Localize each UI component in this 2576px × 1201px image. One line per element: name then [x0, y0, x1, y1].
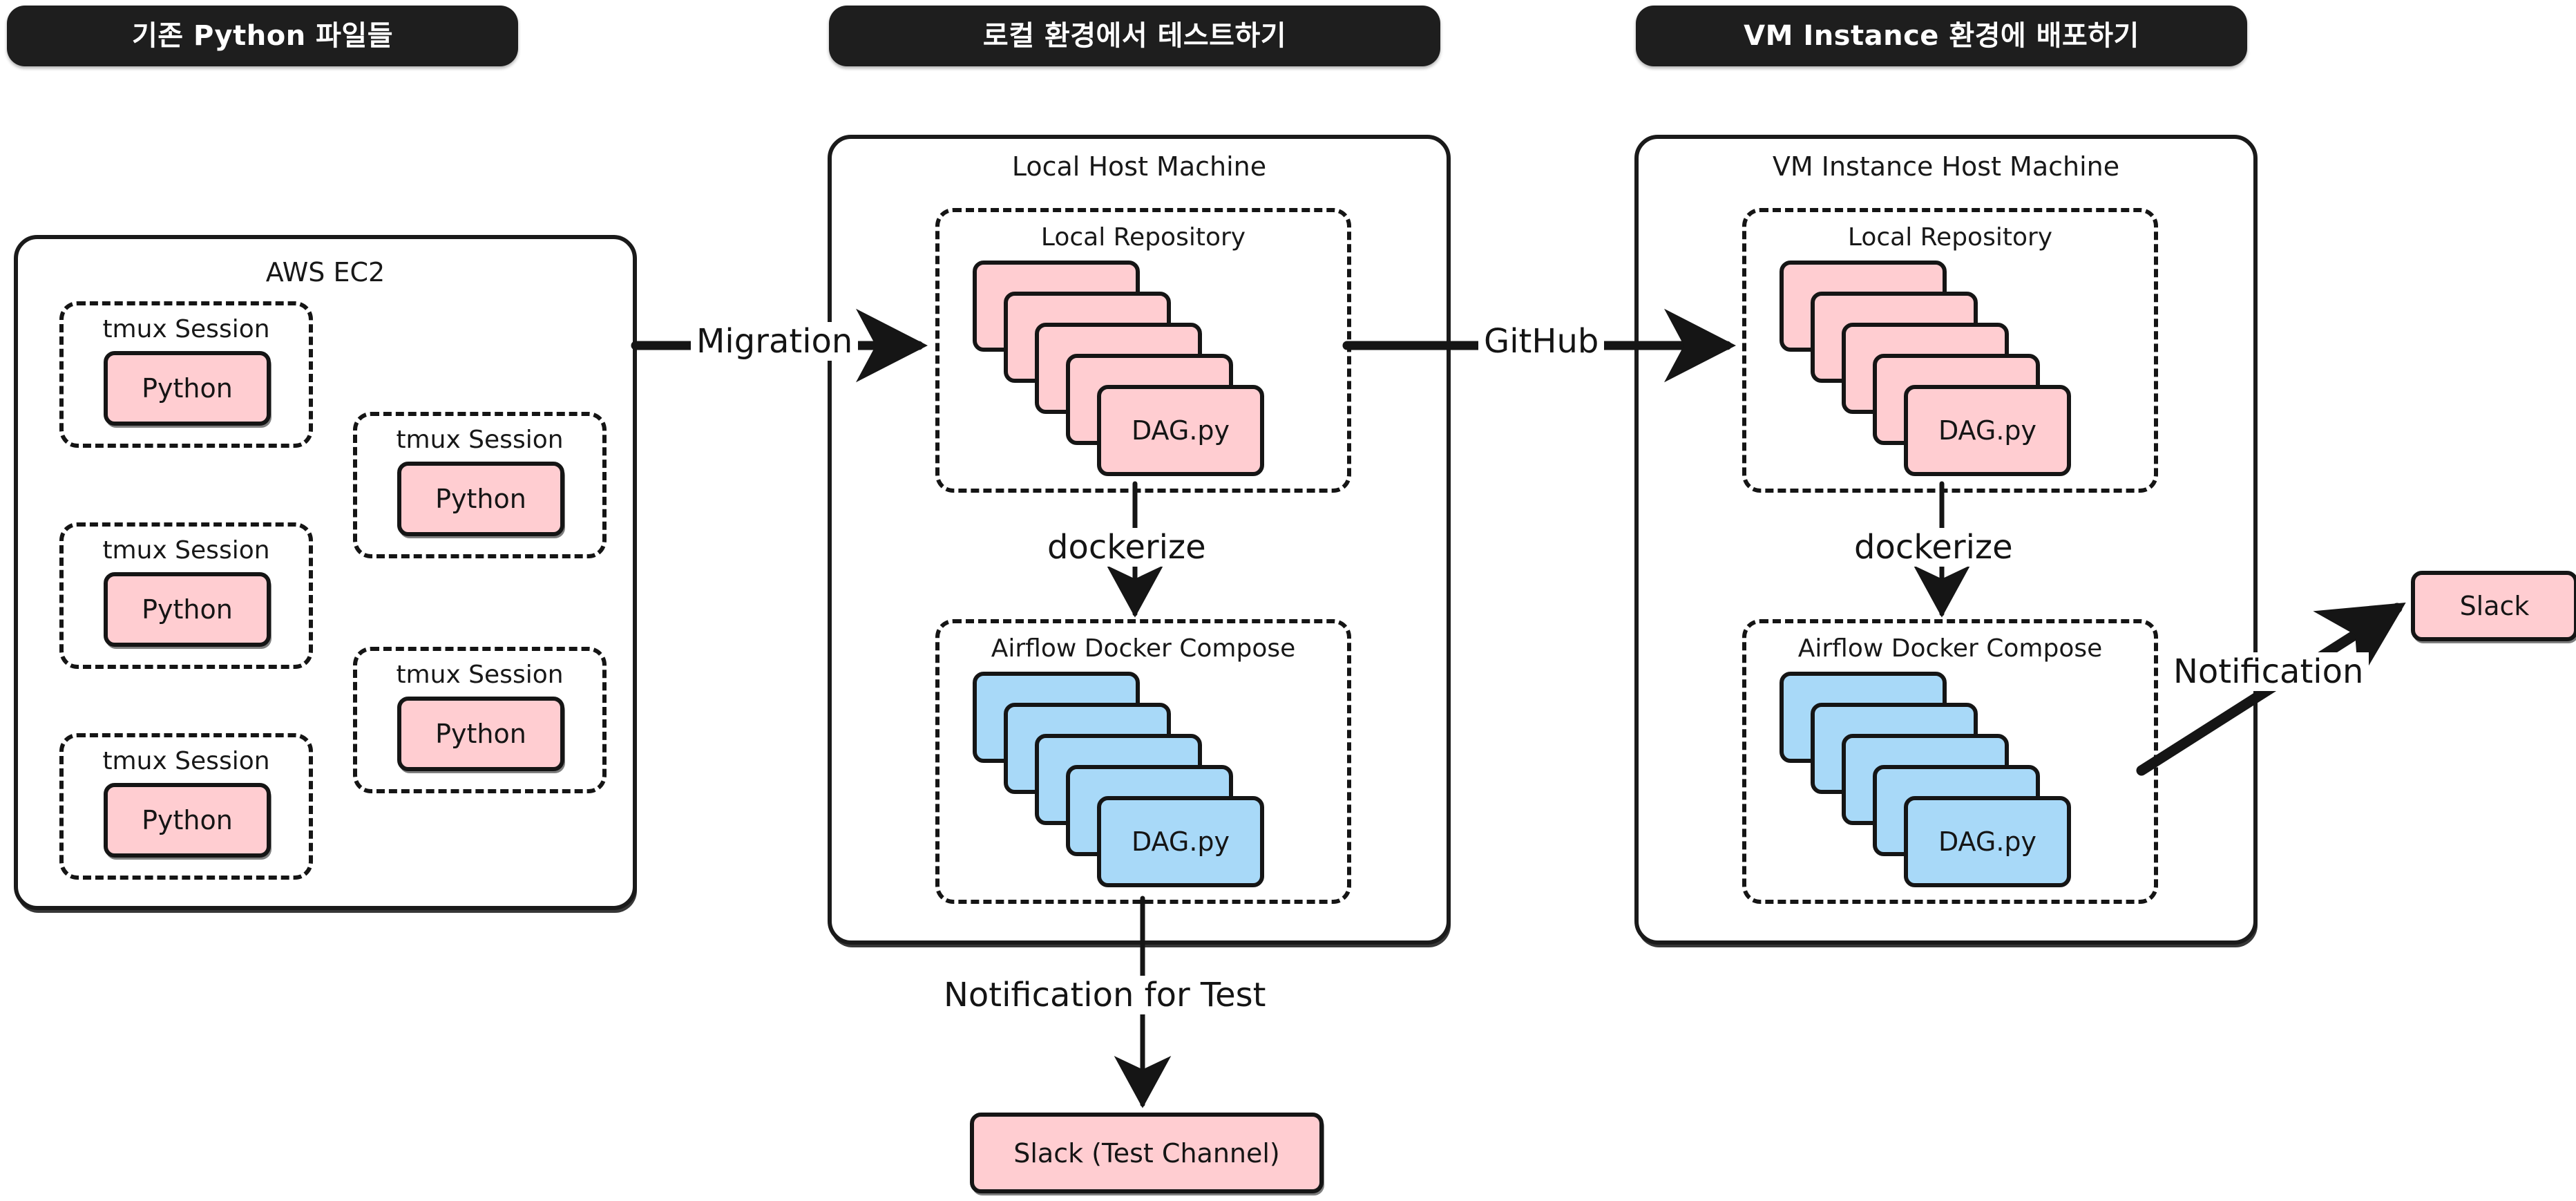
- banner-local-test: 로컬 환경에서 테스트하기: [829, 6, 1440, 66]
- edge-notification-label: Notification: [2168, 652, 2369, 691]
- tmux-session-4-title: tmux Session: [396, 661, 564, 689]
- banner-existing-python: 기존 Python 파일들: [7, 6, 518, 66]
- python-node-5: Python: [104, 783, 271, 858]
- vm-airflow-docker-compose-title: Airflow Docker Compose: [1797, 634, 2103, 663]
- local-airflow-docker-compose-title: Airflow Docker Compose: [991, 634, 1296, 663]
- tmux-session-1: tmux Session Python: [59, 301, 313, 448]
- banner-existing-python-label: 기존 Python 파일들: [131, 20, 394, 52]
- local-airflow-docker-compose-group: Airflow Docker Compose DAG.py DAG.py DAG…: [935, 619, 1351, 904]
- banner-vm-deploy-label: VM Instance 환경에 배포하기: [1744, 20, 2139, 52]
- dag-card: DAG.py: [1097, 796, 1264, 887]
- tmux-session-2: tmux Session Python: [353, 412, 607, 558]
- tmux-session-1-title: tmux Session: [102, 315, 270, 343]
- dag-card-stack-vm-compose: DAG.py DAG.py DAG.py DAG.py DAG.py: [1780, 672, 2125, 887]
- panel-aws-ec2: AWS EC2 tmux Session Python tmux Session…: [14, 235, 637, 910]
- slack-node: Slack: [2411, 571, 2576, 641]
- slack-test-channel-node: Slack (Test Channel): [970, 1113, 1324, 1193]
- python-node-1: Python: [104, 351, 271, 426]
- local-repository-group: Local Repository DAG.py DAG.py DAG.py DA…: [935, 208, 1351, 493]
- vm-local-repository-title: Local Repository: [1847, 223, 2053, 252]
- panel-aws-ec2-title: AWS EC2: [265, 257, 385, 287]
- tmux-session-5: tmux Session Python: [59, 733, 313, 880]
- dag-card: DAG.py: [1904, 796, 2071, 887]
- tmux-session-4: tmux Session Python: [353, 647, 607, 793]
- dag-card: DAG.py: [1904, 385, 2071, 476]
- panel-local-host-machine-title: Local Host Machine: [1011, 151, 1267, 182]
- dag-card-stack-vm-repository: DAG.py DAG.py DAG.py DAG.py DAG.py: [1780, 261, 2125, 476]
- panel-local-host-machine: Local Host Machine Local Repository DAG.…: [828, 135, 1451, 945]
- banner-local-test-label: 로컬 환경에서 테스트하기: [982, 20, 1287, 52]
- panel-vm-instance-host-machine-title: VM Instance Host Machine: [1772, 151, 2120, 182]
- python-node-3: Python: [104, 572, 271, 647]
- local-repository-title: Local Repository: [1040, 223, 1246, 252]
- tmux-session-3-title: tmux Session: [102, 536, 270, 565]
- dag-card: DAG.py: [1097, 385, 1264, 476]
- tmux-session-2-title: tmux Session: [396, 426, 564, 454]
- edge-dockerize-local-label: dockerize: [1042, 528, 1212, 567]
- tmux-session-3: tmux Session Python: [59, 522, 313, 669]
- vm-airflow-docker-compose-group: Airflow Docker Compose DAG.py DAG.py DAG…: [1742, 619, 2158, 904]
- edge-migration-label: Migration: [691, 322, 859, 361]
- tmux-session-5-title: tmux Session: [102, 747, 270, 775]
- edge-dockerize-vm-label: dockerize: [1849, 528, 2019, 567]
- edge-notification-test-label: Notification for Test: [938, 976, 1272, 1014]
- dag-card-stack-local-compose: DAG.py DAG.py DAG.py DAG.py DAG.py: [973, 672, 1318, 887]
- edge-github-label: GitHub: [1478, 322, 1605, 361]
- banner-vm-deploy: VM Instance 환경에 배포하기: [1636, 6, 2247, 66]
- vm-local-repository-group: Local Repository DAG.py DAG.py DAG.py DA…: [1742, 208, 2158, 493]
- python-node-2: Python: [397, 462, 564, 536]
- dag-card-stack-local-repository: DAG.py DAG.py DAG.py DAG.py DAG.py: [973, 261, 1318, 476]
- python-node-4: Python: [397, 697, 564, 771]
